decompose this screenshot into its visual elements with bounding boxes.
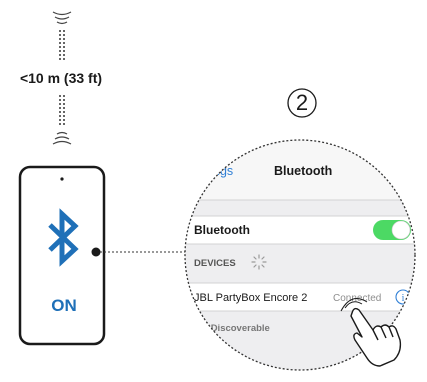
step-circle xyxy=(287,88,317,118)
distance-line-top xyxy=(59,30,65,62)
bluetooth-row-label: Bluetooth xyxy=(194,223,250,237)
bluetooth-status-label: ON xyxy=(51,296,77,315)
phone-camera xyxy=(60,177,64,181)
signal-waves-bottom-icon xyxy=(52,131,72,145)
tap-ripple-icon xyxy=(340,298,368,312)
zoom-circle-outline xyxy=(184,139,416,371)
bluetooth-toggle[interactable] xyxy=(373,220,411,240)
devices-header: DEVICES xyxy=(194,258,236,269)
step-number: 2 xyxy=(295,90,309,115)
svg-text:i: i xyxy=(402,293,405,304)
signal-waves-top-icon xyxy=(52,11,72,25)
distance-line-bottom xyxy=(59,95,65,125)
distance-label: <10 m (33 ft) xyxy=(6,70,116,86)
tap-hand-icon xyxy=(350,307,402,367)
loading-spinner-icon xyxy=(251,254,267,270)
device-name[interactable]: JBL PartyBox Encore 2 xyxy=(194,292,307,304)
bluetooth-icon xyxy=(48,208,79,267)
connector-dot xyxy=(91,247,101,257)
nav-title: Bluetooth xyxy=(274,164,332,178)
now-discoverable-label: Now Discoverable xyxy=(188,323,270,334)
